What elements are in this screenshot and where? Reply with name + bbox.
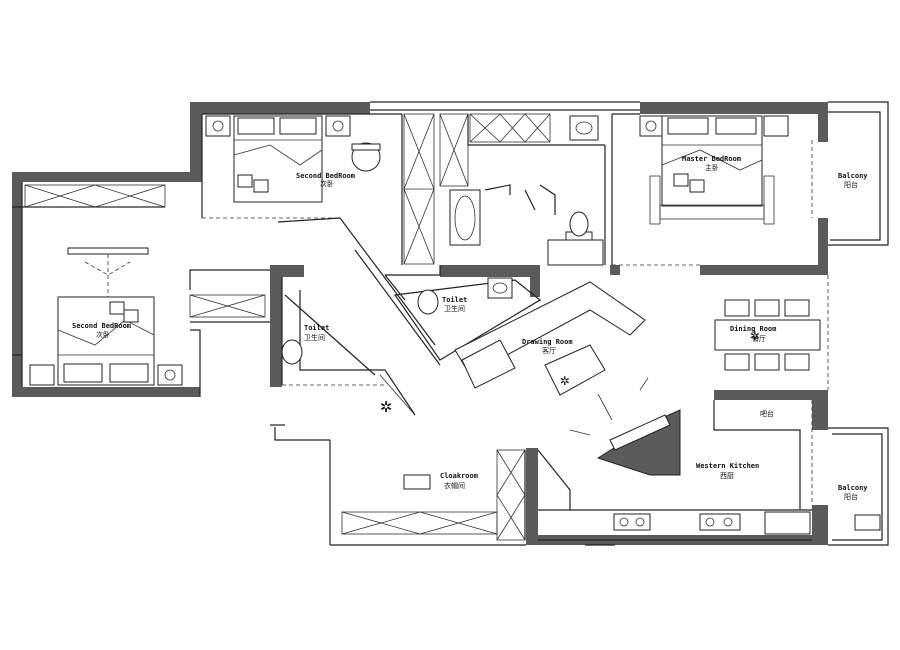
label-balcony-top-en: Balcony: [838, 172, 868, 180]
bed-second-bedroom-top: [205, 115, 381, 203]
label-cloakroom-cn: 衣帽间: [444, 481, 465, 490]
partitions: [21, 113, 829, 541]
svg-text:✲: ✲: [560, 370, 570, 389]
label-second-bedroom-left-en: Second BedRoom: [72, 322, 131, 330]
label-toilet-center-en: Toilet: [442, 296, 467, 304]
label-master-bedroom-en: Master BedRoom: [682, 155, 741, 163]
bathroom-fixtures: [281, 115, 604, 365]
label-western-kitchen-cn: 西厨: [720, 472, 734, 480]
plants: ✲ ✲ ✲: [380, 325, 760, 417]
label-toilet-left-en: Toilet: [304, 324, 329, 332]
label-balcony-top-cn: 阳台: [844, 180, 858, 189]
label-cloakroom-en: Cloakroom: [440, 472, 478, 480]
label-western-kitchen-en: Western Kitchen: [696, 462, 759, 470]
label-drawing-room-en: Drawing Room: [522, 338, 573, 346]
label-master-bedroom-cn: 主卧: [705, 163, 719, 172]
label-balcony-bottom-en: Balcony: [838, 484, 868, 492]
label-dining-room-cn: 餐厅: [752, 334, 766, 343]
svg-text:✲: ✲: [750, 325, 760, 344]
dining-table: [714, 299, 821, 371]
label-drawing-room-cn: 客厅: [542, 346, 556, 355]
outline-lines: [12, 101, 889, 546]
label-toilet-center-cn: 卫生间: [444, 304, 465, 313]
label-toilet-left-cn: 卫生间: [304, 333, 325, 342]
kitchen-counter: [403, 474, 881, 535]
sofa-drawing-room: [454, 281, 681, 476]
label-second-bedroom-left-cn: 次卧: [96, 330, 110, 339]
bed-second-bedroom-left: [29, 247, 183, 386]
label-second-bedroom-top-cn: 次卧: [320, 179, 334, 188]
svg-text:✲: ✲: [380, 393, 392, 417]
label-balcony-bottom-cn: 阳台: [844, 492, 858, 501]
bed-master-bedroom: [639, 115, 789, 225]
label-bar-cn: 吧台: [760, 409, 774, 418]
label-dining-room-en: Dining Room: [730, 325, 776, 333]
room-labels: Second BedRoom 次卧 Master BedRoom 主卧 Balc…: [72, 155, 868, 501]
label-second-bedroom-top-en: Second BedRoom: [296, 172, 355, 180]
